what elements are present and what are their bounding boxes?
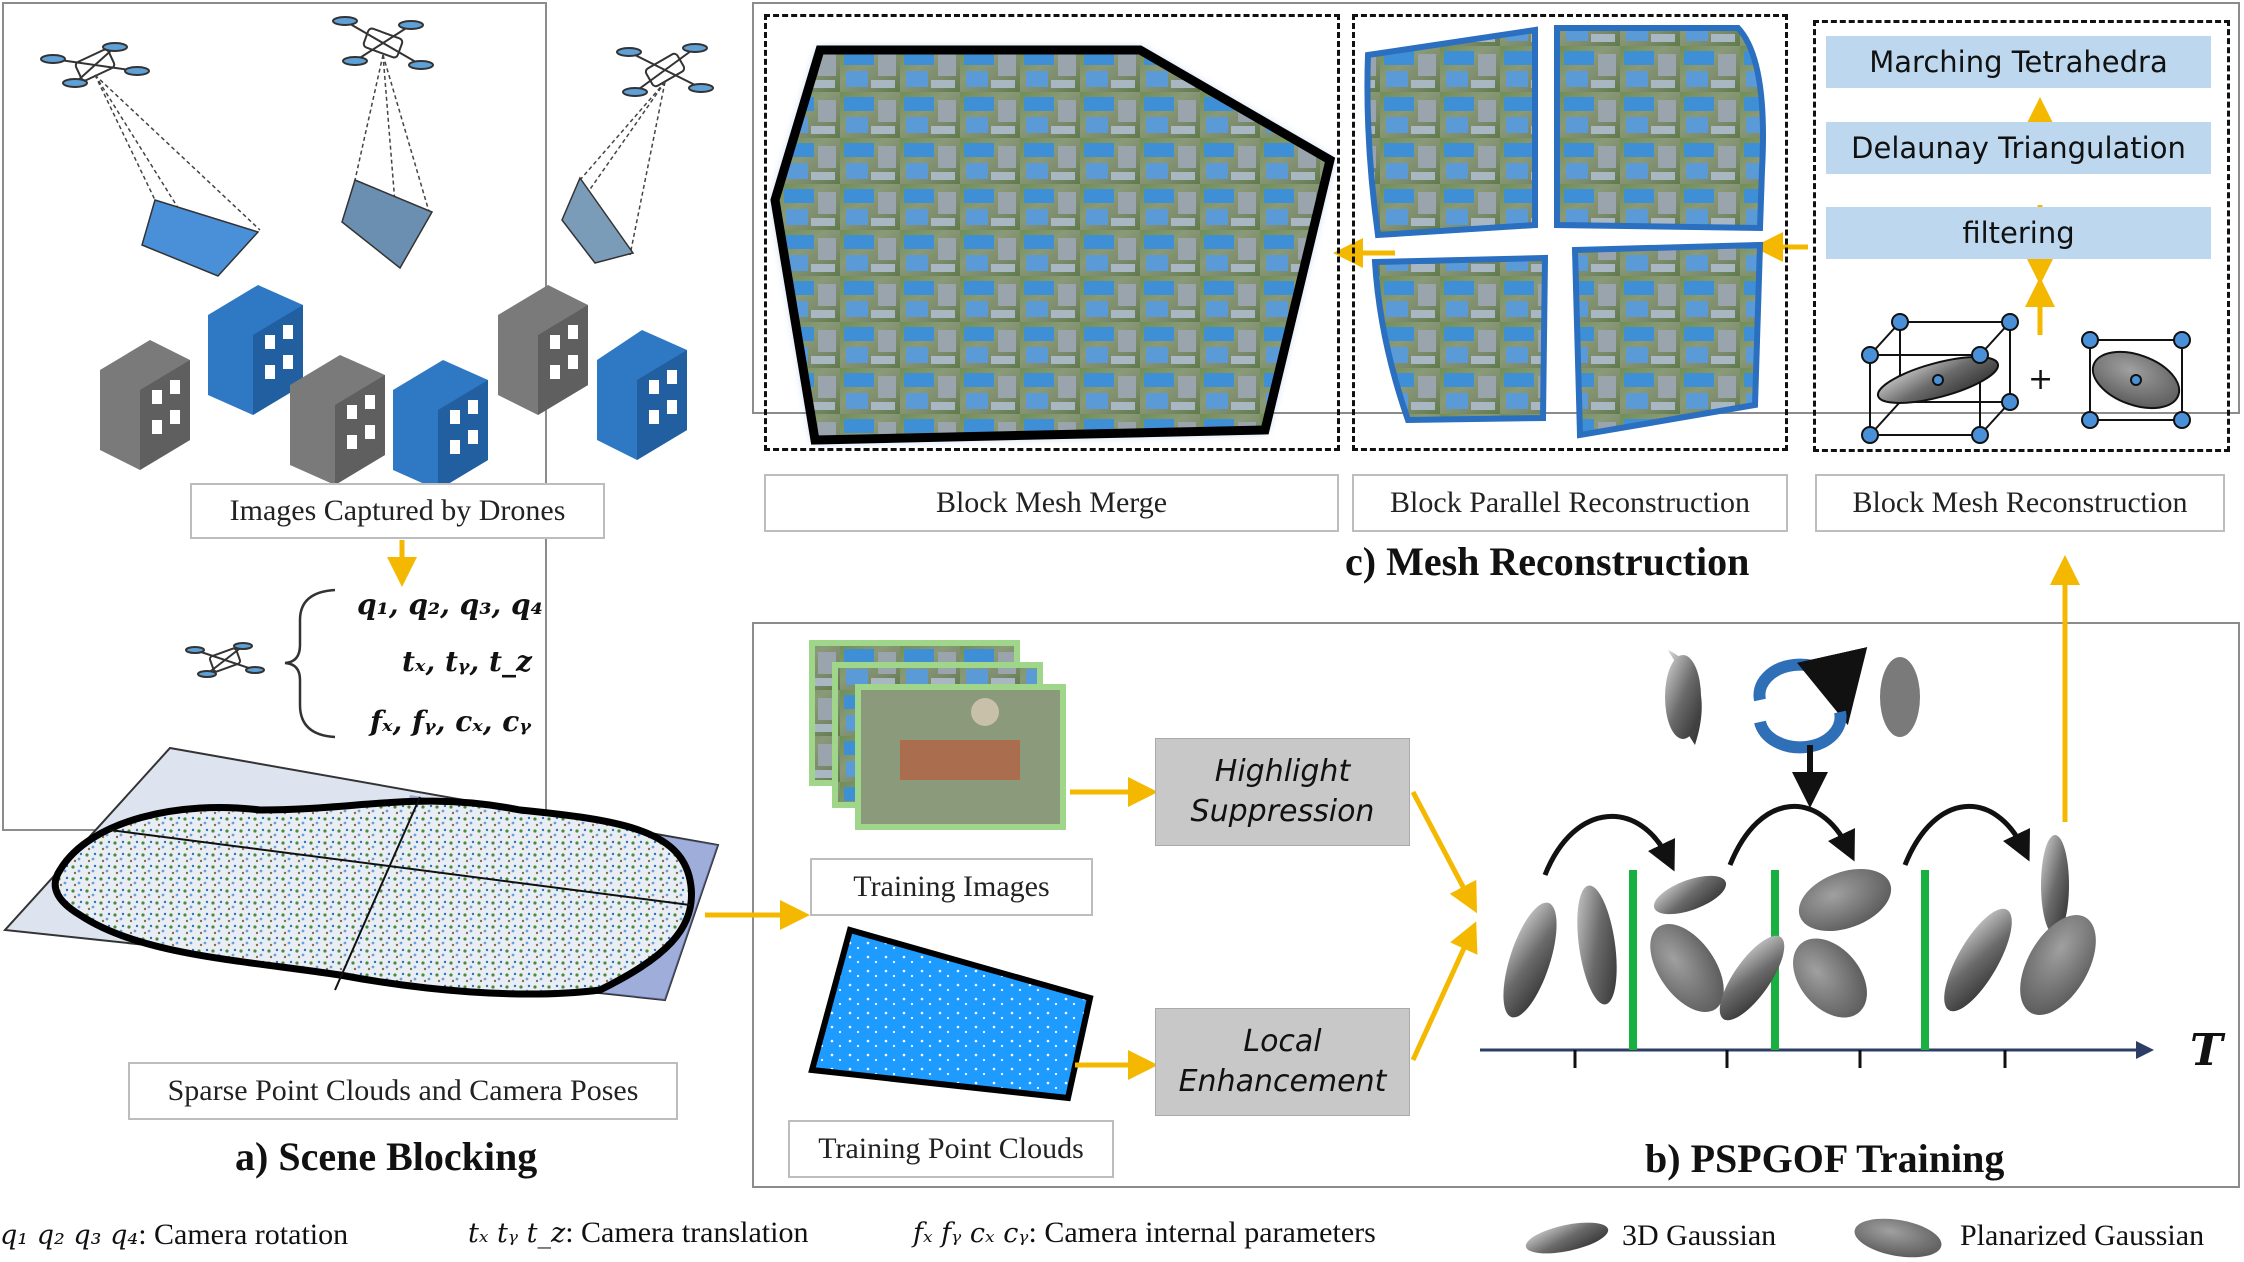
delaunay-step: Delaunay Triangulation [1826,122,2211,174]
scene-blocking-map [2,746,720,1002]
timeline-axis-label: T [2190,1025,2223,1076]
parallel-caption: Block Parallel Reconstruction [1352,474,1788,532]
training-point-clouds-caption: Training Point Clouds [788,1120,1114,1178]
training-image-stack [809,640,1066,830]
filtering-step: filtering [1826,207,2211,259]
planar-gaussian-icon [2081,331,2191,429]
gaussian-conversion-cycle [1665,646,1920,808]
pose-rotation: q₁, q₂, q₃, q₄ [357,588,543,621]
highlight-suppression-box: Highlight Suppression [1155,738,1410,846]
legend-planarized-gaussian-icon [1854,1218,1942,1258]
training-point-cloud [808,926,1094,1102]
recon-frame [1813,20,2230,452]
drone-icon [185,642,265,678]
scene-blocking-title: a) Scene Blocking [235,1134,538,1179]
legend-rotation: q₁ q₂ q₃ q₄: Camera rotation [0,1218,348,1252]
pose-intrinsics: fₓ, fᵧ, cₓ, cᵧ [370,705,531,738]
legend-rotation-label: : Camera rotation [138,1218,349,1251]
legend-translation-label: : Camera translation [565,1216,809,1249]
legend-planarized-gaussian: Planarized Gaussian [1960,1219,2205,1252]
pspgof-training-title: b) PSPGOF Training [1645,1136,2005,1181]
legend-intrinsics: fₓ fᵧ cₓ cᵧ: Camera internal parameters [913,1216,1376,1250]
local-label-2: Enhancement [1178,1064,1387,1099]
merged-mesh-image [770,45,1336,445]
training-images-caption: Training Images [810,858,1093,916]
merge-caption: Block Mesh Merge [764,474,1339,532]
local-enhancement-box: Local Enhancement [1155,1008,1410,1116]
legend-3d-gaussian-icon [1525,1222,1609,1254]
merge-frame [764,14,1340,451]
legend-intrinsics-symbols: fₓ fᵧ cₓ cᵧ [913,1218,1029,1249]
pose-translation: tₓ, tᵧ, t_z [402,645,532,678]
training-timeline [1480,803,2154,1068]
drone-captured-photo [141,176,635,277]
highlight-label-1: Highlight [1214,754,1351,789]
building-icon [100,285,687,490]
drone-icon [40,16,714,97]
recon-caption: Block Mesh Reconstruction [1815,474,2225,532]
marching-tetrahedra-step: Marching Tetrahedra [1826,36,2211,88]
mesh-reconstruction-title: c) Mesh Reconstruction [1345,539,1750,584]
pose-caption: Sparse Point Clouds and Camera Poses [128,1062,678,1120]
legend-rotation-symbols: q₁ q₂ q₃ q₄ [0,1220,139,1251]
flow-arrow [1410,790,1478,914]
local-label-1: Local [1243,1024,1322,1059]
parallel-frame [1352,14,1788,451]
pose-brace [284,588,336,739]
legend-translation-symbols: tₓ tᵧ t_z [468,1218,566,1249]
plus-sign: + [2028,362,2054,397]
flow-arrow [1410,921,1478,1062]
highlight-label-2: Suppression [1190,794,1375,829]
reconstruction-block [1364,25,1766,439]
images-caption: Images Captured by Drones [190,483,605,539]
legend-3d-gaussian: 3D Gaussian [1622,1219,1777,1252]
tetra-cube-icon [1861,313,2019,444]
legend-translation: tₓ tᵧ t_z: Camera translation [468,1216,808,1250]
legend-intrinsics-label: : Camera internal parameters [1028,1216,1376,1249]
